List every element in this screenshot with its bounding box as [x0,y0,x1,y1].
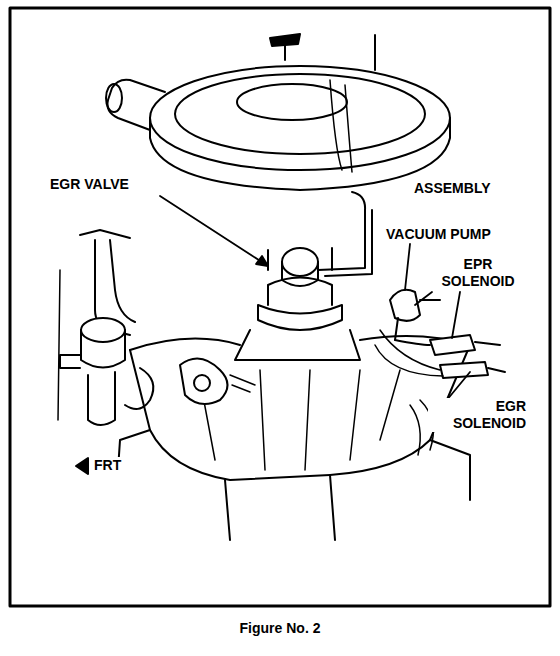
figure-caption: Figure No. 2 [0,620,560,636]
part-label: ASSEMBLY [412,180,493,197]
front-arrow [76,458,88,474]
part-label: EGR VALVE [48,176,131,193]
part-label: EGR SOLENOID [428,398,528,432]
air-cleaner [106,34,450,190]
thermostat-housing [58,230,153,425]
engine-block [118,336,470,540]
figure-frame [10,8,550,606]
direction-label: FRT [92,457,123,474]
egr-valve-drawing [235,192,372,360]
part-label: EPR SOLENOID [426,256,530,290]
part-label: VACUUM PUMP [384,226,493,243]
